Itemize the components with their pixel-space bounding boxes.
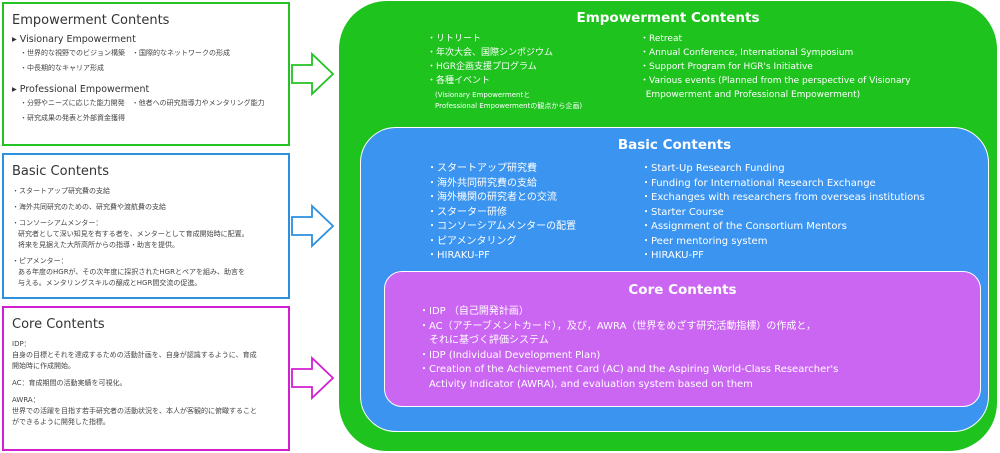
basic-arrow-icon [291,203,335,249]
awra-desc-2: ができるように開発した指標。 [12,418,110,426]
list-item: それに基づく評価システム [419,335,549,346]
awra-label: AWRA： [12,396,40,404]
list-item: ・スターター研修 [427,206,507,218]
ac-desc: AC：育成期間の活動実績を可視化。 [12,379,127,387]
events-note-1: (Visionary Empowermentと [435,91,531,99]
basic-en-list: ・Start-Up Research Funding ・Funding for … [641,162,925,264]
list-item: ・Creation of the Achievement Card (AC) a… [419,364,839,375]
visionary-items: ・世界的な視野でのビジョン構築 ・国際的なネットワークの形成 [20,49,230,57]
list-item: ・Start-Up Research Funding [641,163,785,174]
list-item: ・HIRAKU-PF [427,250,490,261]
basic-item-4: ・ピアメンター： [12,257,68,265]
core-contents-box: Core Contents ・IDP （自己開発計画） ・AC（アチーブメントカ… [384,271,981,407]
idp-desc-2: 開始時に作成開始。 [12,362,75,370]
basic-item-3-desc-2: 将来を見据えた大所高所からの指導・助言を提供。 [18,241,179,249]
list-item: ・年次大会、国際シンポジウム [427,48,554,58]
professional-items: ・分野やニーズに応じた能力開発 ・他者への研究指導力やメンタリング能力 [20,99,265,107]
list-item: ・ピアメンタリング [427,235,517,247]
basic-jp-list: ・スタートアップ研究費 ・海外共同研究費の支給 ・海外機関の研究者との交流 ・ス… [427,162,576,264]
list-item: ・スタートアップ研究費 [427,163,537,174]
list-item: ・Support Program for HGR's Initiative [640,62,813,72]
basic-item-4-desc-2: 与える。メンタリングスキルの醸成とHGR間交流の促進。 [18,279,202,287]
basic-item-2: ・海外共同研究のための、研究費や渡航費の支給 [12,203,166,211]
empowerment-jp-list: ・リトリート ・年次大会、国際シンポジウム ・HGR企画支援プログラム ・各種イ… [427,32,582,112]
list-item: ・Annual Conference, International Sympos… [640,48,854,58]
idp-label: IDP： [12,340,31,348]
list-item: Activity Indicator (AWRA), and evaluatio… [419,378,753,390]
list-item: ・コンソーシアムメンターの配置 [427,221,577,232]
list-item: ・Assignment of the Consortium Mentors [641,221,847,232]
basic-item-3-desc-1: 研究者として深い知見を有する者を、メンターとして育成開始時に配置。 [18,230,249,238]
list-item: ・海外共同研究費の支給 [427,177,537,189]
panel-title: Core Contents [12,317,105,332]
idp-desc-1: 自身の目標とそれを達成するための活動計画を、自身が認識するように、育成 [12,351,257,359]
list-item: ・Peer mentoring system [641,235,768,247]
empowerment-en-list: ・Retreat ・Annual Conference, Internation… [640,32,911,102]
basic-description-panel: Basic Contents ・スタートアップ研究費の支給 ・海外共同研究のため… [2,153,290,299]
empowerment-arrow-icon [291,51,335,97]
core-description-panel: Core Contents IDP： 自身の目標とそれを達成するための活動計画を… [2,306,290,451]
empowerment-description-panel: Empowerment Contents ▸ Visionary Empower… [2,2,290,146]
basic-item-1: ・スタートアップ研究費の支給 [12,187,110,195]
list-item: ・IDP (Individual Development Plan) [419,349,601,361]
basic-box-title: Basic Contents [617,137,732,153]
list-item: ・Retreat [640,34,682,44]
list-item: ・リトリート [427,34,482,44]
list-item: ・Funding for International Research Exch… [641,177,876,189]
events-note-2: Professional Empowermentの観点から企画) [435,102,583,110]
list-item: Empowerment and Professional Empowerment… [640,90,861,100]
basic-item-4-desc-1: ある年度のHGRが、その次年度に採択されたHGRとペアを組み、助言を [18,268,245,276]
panel-title: Empowerment Contents [12,13,170,28]
awra-desc-1: 世界での活躍を目指す若手研究者の活動状況を、本人が客観的に俯瞰すること [12,407,257,415]
visionary-items-2: ・中長期的なキャリア形成 [20,64,104,72]
list-item: ・各種イベント [427,76,491,86]
list-item: ・海外機関の研究者との交流 [427,192,557,203]
list-item: ・AC（アチーブメントカード），及び，AWRA（世界をめざす研究活動指標）の作成… [419,320,817,332]
core-arrow-icon [291,355,335,401]
panel-title: Basic Contents [12,164,110,179]
list-item: ・IDP （自己開発計画） [419,306,529,317]
list-item: ・HGR企画支援プログラム [427,62,537,72]
core-box-title: Core Contents [628,282,737,298]
list-item: ・Exchanges with researchers from oversea… [641,192,925,203]
empowerment-box-title: Empowerment Contents [576,10,760,26]
list-item: ・HIRAKU-PF [641,250,704,261]
list-item: ・Starter Course [641,206,724,218]
professional-items-2: ・研究成果の発表と外部資金獲得 [20,114,125,122]
core-list: ・IDP （自己開発計画） ・AC（アチーブメントカード），及び，AWRA（世界… [419,305,970,392]
visionary-heading: ▸ Visionary Empowerment [12,34,136,45]
professional-heading: ▸ Professional Empowerment [12,84,150,95]
basic-item-3: ・コンソーシアムメンター： [12,219,103,227]
list-item: ・Various events (Planned from the perspe… [640,76,911,86]
